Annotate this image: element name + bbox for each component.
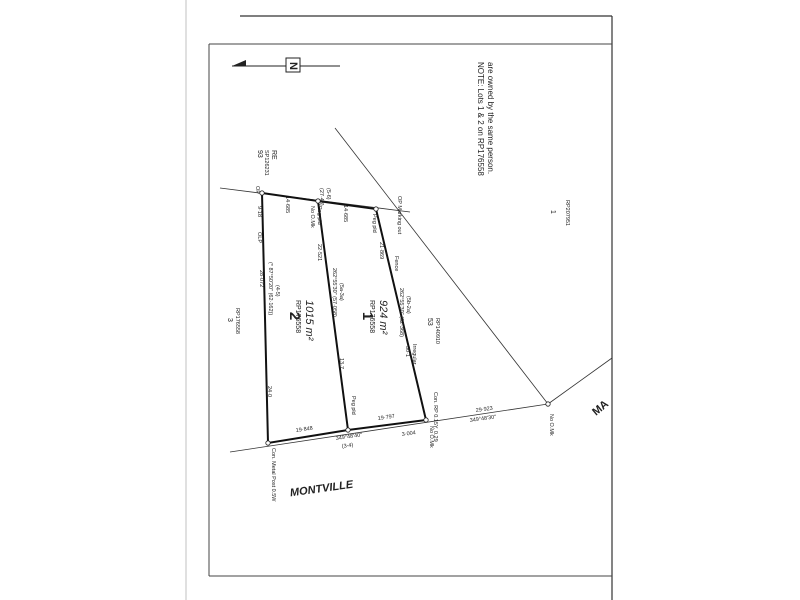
mark-nomk-east: No O.Mk	[548, 414, 554, 436]
corner-pegs	[259, 190, 551, 446]
dim-mid-b: 13·7	[338, 358, 344, 369]
dim-left-paren: (4-5)	[274, 285, 280, 297]
east-road-line	[547, 357, 613, 405]
dim-bottom-bearing: 349°48'40"	[335, 432, 362, 442]
dim-east-bearing: 349°48'30"	[469, 414, 496, 424]
dim-right-irregular: Irregular	[411, 344, 417, 365]
lot2-area: 1015 m²	[303, 300, 315, 341]
lot93-number: 93	[256, 150, 263, 158]
lot3-number: 3	[226, 318, 233, 322]
lot3-plan: RP176558	[234, 308, 240, 334]
dim-top-bracket: (27·48)	[318, 188, 324, 206]
dim-east-dist: 29·923	[475, 406, 493, 414]
dim-left-b: 28·072	[258, 270, 264, 287]
ownership-note-line2: are owned by the same person.	[486, 62, 495, 174]
dim-left-olp: OLP	[256, 232, 262, 243]
dim-bottom-lot2: 19·848	[295, 426, 313, 434]
lot93-plan: SP126231	[263, 150, 269, 176]
dim-mid-bearing: 262°55'30" (57·058)	[331, 268, 337, 317]
north-label: N	[287, 62, 299, 70]
ownership-note-line1: NOTE: Lots 1 & 2 on RP176558	[476, 62, 485, 176]
mark-peg-right: Peg pld	[371, 214, 377, 233]
lot1-number: 1	[359, 312, 376, 320]
lot2-number: 2	[286, 312, 303, 320]
dim-left-bearing: (* 87°50'20" (62·162))	[267, 262, 273, 315]
mark-peg-top: Peg pld	[316, 206, 322, 225]
dim-bottom-paren: (3-4)	[341, 442, 354, 450]
dim-bottom-lot1: 19·797	[377, 414, 395, 422]
mark-op-top: OP	[254, 186, 260, 194]
lot1-east-plan: RP207951	[564, 200, 570, 226]
dim-right-b: 30·1	[404, 346, 410, 357]
dim-right-a: 21·869	[378, 242, 384, 259]
north-arrow-icon	[232, 57, 340, 73]
dim-top-lot1: 14·685	[342, 205, 348, 222]
mark-nomk-bottom: No O.Mk	[428, 426, 434, 448]
mark-con-post: Con. Metal Post 0.5W	[270, 448, 276, 502]
lot93-re: RE	[270, 150, 277, 160]
dim-mid-paren: (5a-3a)	[338, 283, 344, 301]
mark-con-rp: Con. RP 0.15Y, 0.29	[432, 392, 438, 442]
montville-road-line	[229, 403, 549, 453]
east-road-label: MA	[590, 398, 611, 418]
mark-nomk-top: No O.Mk	[309, 206, 315, 228]
montville-road-label: MONTVILLE	[289, 479, 354, 500]
dim-mid-a: 22·521	[316, 244, 322, 261]
dim-top-paren: (5-6)	[325, 188, 331, 200]
dim-left-a: 9·18	[256, 206, 262, 217]
lot53-plan: RP140910	[434, 318, 440, 344]
lot1-plan: RP176558	[368, 300, 375, 333]
dim-right-fence: Fence	[393, 256, 399, 271]
dim-left-c: 24·0	[266, 386, 272, 397]
diagonal-boundary-line	[334, 127, 549, 405]
lot1-area: 924 m²	[377, 300, 389, 335]
lot2-plan: RP176558	[294, 300, 301, 333]
dim-bottom-3: 3·004	[401, 430, 416, 438]
lot1-east-number: 1	[549, 210, 556, 214]
dim-right-paren: (5b-2a)	[405, 296, 411, 314]
mark-peg-bottom: Peg pld	[350, 396, 356, 415]
dim-top-lot2: 14·685	[284, 196, 290, 213]
lot1-boundary	[317, 200, 428, 431]
lot53-number: 53	[426, 318, 433, 326]
mark-op-marking: OP Marking out	[396, 196, 402, 235]
dim-right-bearing: 262°55'30" (62·368)	[398, 288, 404, 337]
